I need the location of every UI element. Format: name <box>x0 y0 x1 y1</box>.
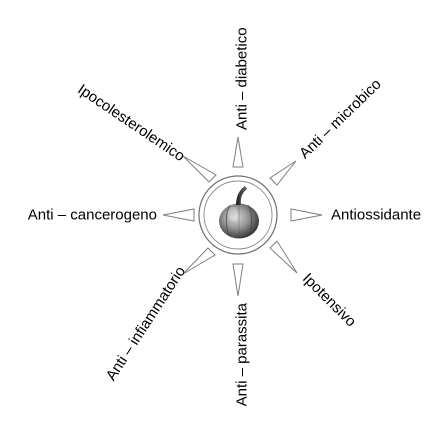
label-anti-infiammatorio: Anti – infiammatorio <box>103 263 189 383</box>
center-medallion <box>199 176 277 254</box>
arrow-top-left <box>183 156 216 182</box>
label-anti-parassita: Anti – parassita <box>234 302 251 406</box>
label-anti-cancerogeno: Anti – cancerogeno <box>28 207 157 224</box>
label-antiossidante: Antiossidante <box>331 207 421 224</box>
arrow-top-right <box>270 161 296 185</box>
label-anti-diabetico: Anti – diabetico <box>234 27 251 130</box>
arrow-bottom <box>233 264 243 296</box>
arrow-left <box>163 209 194 221</box>
label-anti-microbico: Anti – microbico <box>296 76 385 162</box>
label-ipotensivo: Ipotensivo <box>299 270 359 330</box>
arrow-right <box>291 209 322 221</box>
arrow-bottom-right <box>270 241 297 273</box>
arrow-bottom-left <box>183 248 215 274</box>
arrow-top <box>233 137 243 167</box>
label-ipocolesterolemico: Ipocolesterolemico <box>75 81 188 165</box>
